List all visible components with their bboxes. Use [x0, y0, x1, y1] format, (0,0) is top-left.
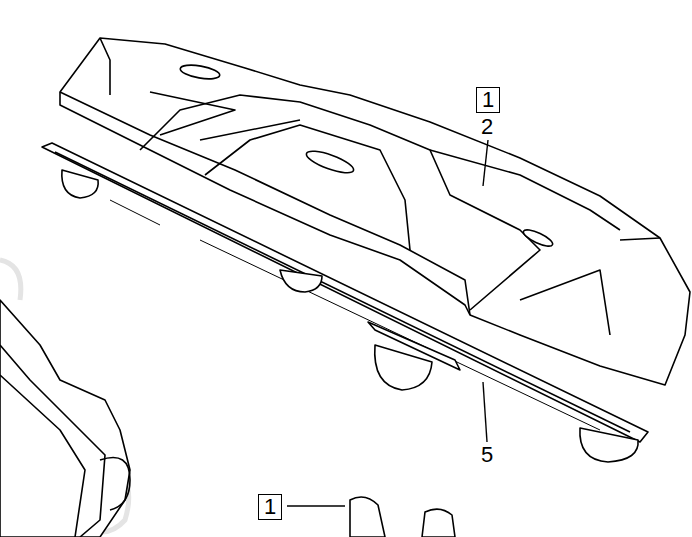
reference-box: 1 [258, 494, 282, 520]
callout-number: 5 [481, 444, 493, 466]
callout-number: 2 [481, 116, 493, 138]
reference-number: 1 [482, 89, 494, 111]
reference-number: 1 [264, 496, 276, 518]
reference-box: 1 [476, 87, 500, 113]
